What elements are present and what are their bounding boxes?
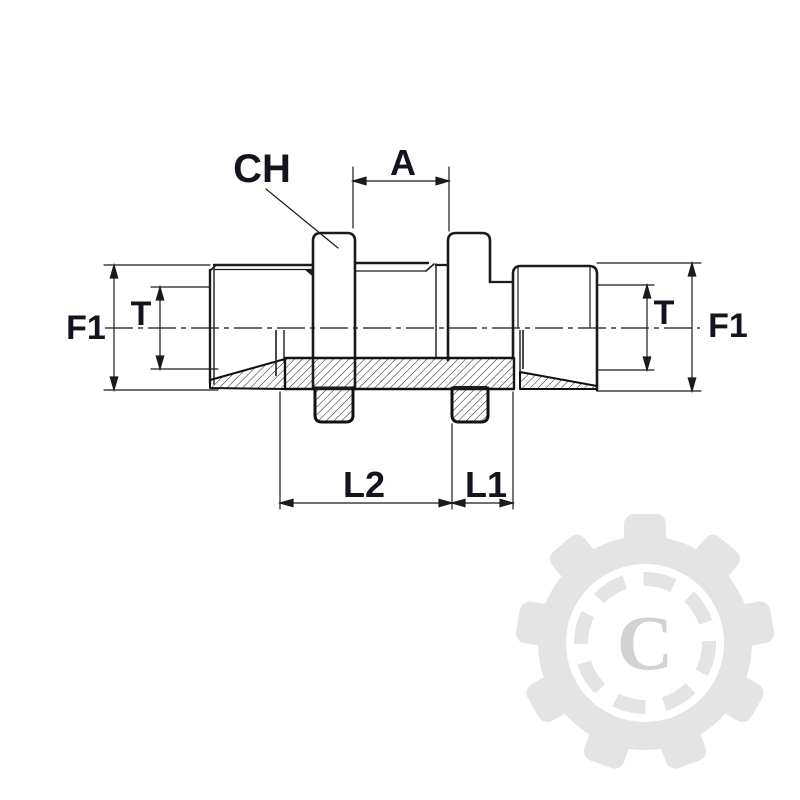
section-main-band — [283, 356, 516, 391]
section-hatched — [209, 330, 598, 424]
gear-dashed-ring — [574, 572, 716, 714]
dim-a — [350, 166, 452, 232]
dim-t-right — [596, 282, 655, 373]
watermark-gear-logo: C — [515, 514, 775, 769]
section-locknut-tab — [450, 386, 490, 424]
right-nut — [511, 264, 599, 392]
dimension-labels: CH A F1 T T F1 L2 L1 — [66, 142, 748, 505]
locknut — [446, 231, 515, 362]
ch-nut — [305, 231, 357, 391]
dim-l2-l1 — [277, 391, 516, 510]
dimensions — [103, 166, 702, 510]
ch-leader-line — [265, 188, 339, 249]
dim-f1-right — [596, 260, 702, 394]
label-f1-left: F1 — [66, 309, 106, 347]
dim-f1-left — [103, 262, 219, 393]
bulkhead-thread-section — [353, 261, 450, 359]
section-ch-nut-tab — [313, 386, 355, 424]
label-f1-right: F1 — [708, 307, 748, 345]
section-left-taper — [209, 358, 286, 390]
fitting-body — [208, 231, 599, 392]
section-right-taper — [519, 371, 598, 390]
label-a: A — [390, 142, 416, 183]
label-t-left: T — [131, 295, 152, 333]
label-ch: CH — [233, 147, 291, 191]
watermark-letter: C — [617, 599, 673, 686]
dim-t-left — [150, 284, 219, 372]
label-l2: L2 — [343, 464, 385, 505]
label-l1: L1 — [465, 464, 507, 505]
left-stud — [208, 263, 315, 386]
label-t-right: T — [654, 294, 675, 332]
